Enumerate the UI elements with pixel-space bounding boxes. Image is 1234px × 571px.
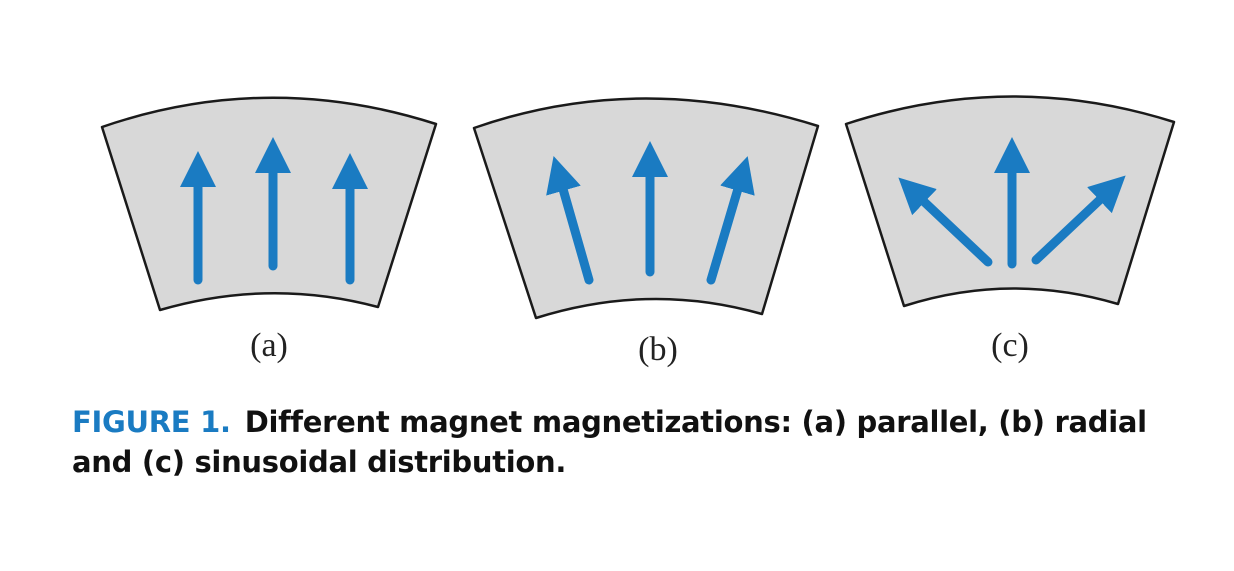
panel-label-b: (b) (638, 331, 678, 368)
panel-label-a: (a) (250, 327, 288, 364)
magnetization-arrow-c1 (898, 177, 993, 267)
panel-b: (b) (472, 97, 820, 368)
magnetization-arrow-b3 (706, 156, 755, 285)
magnetization-arrow-c3 (1031, 175, 1126, 265)
panel-c: (c) (844, 95, 1176, 364)
panel-a: (a) (100, 96, 438, 364)
panel-label-c: (c) (991, 327, 1029, 364)
figure-caption: FIGURE 1.Different magnet magnetizations… (72, 402, 1182, 482)
magnetization-arrow-b1 (546, 156, 594, 285)
caption-text: Different magnet magnetizations: (a) par… (72, 405, 1147, 479)
figure-diagram: (a) (b) (c) (100, 95, 1176, 368)
figure-number: FIGURE 1. (72, 405, 231, 439)
